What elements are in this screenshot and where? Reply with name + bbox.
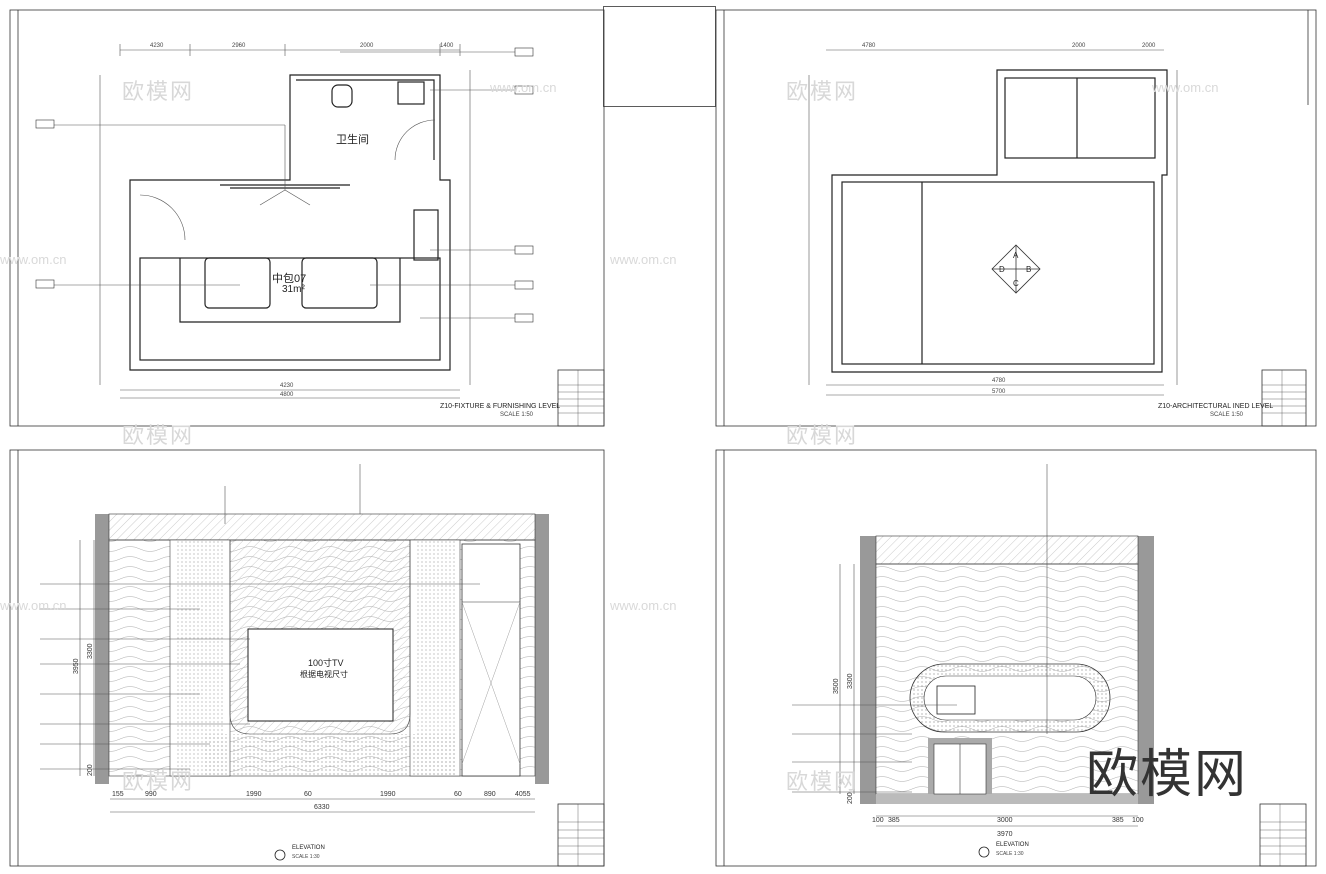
height-dim-1: 3500	[833, 678, 840, 694]
watermark-logo: 欧模网	[786, 80, 859, 105]
height-dim-3: 200	[87, 764, 94, 776]
tv-wall-elevation-sheet: 100寸TV 根据电视尺寸 155 990 1990 60 1990 60 89…	[9, 449, 605, 867]
sheet-title: Z10-FIXTURE & FURNISHING LEVEL	[440, 403, 560, 410]
dim-bottom-1: 4780	[992, 378, 1006, 384]
dim-2: 990	[145, 791, 157, 798]
dim-bottom-2: 5700	[992, 389, 1006, 395]
dim-5: 1990	[380, 791, 396, 798]
dim-total: 6330	[314, 804, 330, 811]
sheet-scale: SCALE 1:30	[996, 851, 1024, 857]
dim-5: 100	[1132, 817, 1144, 824]
dim-top-2: 2960	[232, 43, 246, 49]
dim-4: 385	[1112, 817, 1124, 824]
watermark-url: www.om.cn	[490, 80, 557, 95]
watermark-url: www.om.cn	[610, 598, 677, 613]
brand-logo: 欧模网	[1086, 745, 1249, 805]
watermark-logo: 欧模网	[122, 770, 195, 795]
sheet-scale: SCALE 1:30	[292, 854, 320, 860]
dim-top-1: 4780	[862, 43, 876, 49]
dim-1: 100	[872, 817, 884, 824]
furnishing-plan-sheet: 卫生间 中包07 31m² 4230 2960 2000 1400 4230 4…	[9, 9, 605, 427]
dim-3: 1990	[246, 791, 262, 798]
watermark-logo: 欧模网	[122, 424, 195, 449]
room-label: 卫生间	[336, 132, 369, 146]
index-c: C	[1013, 279, 1019, 288]
sheet-title: ELEVATION	[996, 842, 1029, 848]
height-dim-2: 3300	[87, 643, 94, 659]
watermark-url: www.om.cn	[610, 252, 677, 267]
dim-6: 60	[454, 791, 462, 798]
architectural-plan-sheet: A B C D 4780 2000 2000 4780 5700 Z10-ARC…	[715, 9, 1317, 427]
elevation-marker	[274, 849, 286, 861]
watermark-logo: 欧模网	[122, 80, 195, 105]
dim-total: 3970	[997, 831, 1013, 838]
watermark-url: www.om.cn	[0, 252, 67, 267]
dim-top-3: 2000	[360, 43, 374, 49]
watermark-url: www.om.cn	[0, 598, 67, 613]
sheet-scale: SCALE 1:50	[1210, 412, 1244, 418]
dim-top-1: 4230	[150, 43, 164, 49]
dim-bottom-2: 4800	[280, 392, 294, 398]
elevation-marker	[978, 846, 990, 858]
dim-2: 385	[888, 817, 900, 824]
dim-top-4: 1400	[440, 43, 454, 49]
area-label: 中包07	[272, 272, 306, 285]
watermark-logo: 欧模网	[786, 770, 859, 795]
height-dim-1: 3950	[73, 658, 80, 674]
tv-label: 100寸TV	[308, 657, 344, 668]
dim-1: 155	[112, 791, 124, 798]
dim-bottom-1: 4230	[280, 383, 294, 389]
sheet-scale: SCALE 1:50	[500, 412, 534, 418]
index-d: D	[999, 265, 1005, 274]
dim-3: 3000	[997, 817, 1013, 824]
dim-7: 890	[484, 791, 496, 798]
tv-size-note: 根据电视尺寸	[300, 669, 348, 679]
watermark-url: www.om.cn	[1152, 80, 1219, 95]
watermark-logo: 欧模网	[786, 424, 859, 449]
dim-top-2: 2000	[1072, 43, 1086, 49]
dim-4: 60	[304, 791, 312, 798]
index-symbol	[991, 244, 1041, 294]
sheet-title: Z10-ARCHITECTURAL INED LEVEL	[1158, 403, 1273, 410]
dim-8: 4055	[515, 791, 531, 798]
sheet-border	[9, 9, 605, 427]
wall-elevation-sheet: 100 385 3000 385 100 3970 3500 3300 200 …	[715, 449, 1317, 867]
index-b: B	[1026, 265, 1031, 274]
index-a: A	[1013, 251, 1019, 260]
height-dim-3: 200	[847, 792, 854, 804]
dim-top-3: 2000	[1142, 43, 1156, 49]
sheet-title: ELEVATION	[292, 845, 325, 851]
area-value: 31m²	[282, 284, 305, 295]
height-dim-2: 3300	[847, 673, 854, 689]
blank-frame	[603, 6, 716, 107]
